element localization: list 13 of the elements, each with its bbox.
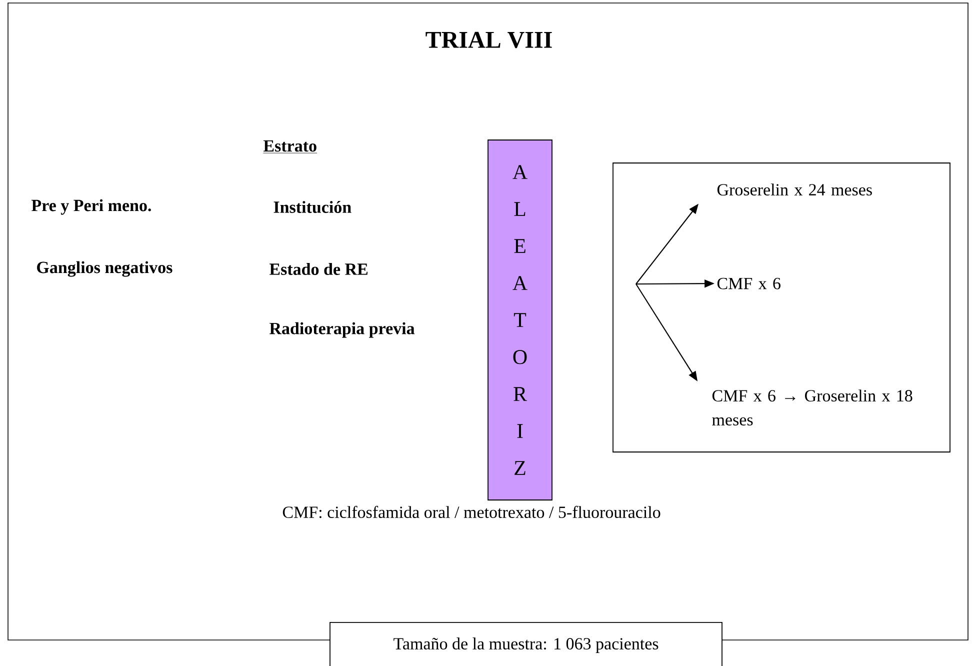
stratum-text: Institución xyxy=(274,201,352,213)
treatment-box xyxy=(612,162,950,452)
criterion-text: Pre y Peri meno. xyxy=(32,199,151,215)
column-heading: Estrato xyxy=(263,140,318,154)
treatment-text: CMF x 6 → Groserelin x 18 meses xyxy=(712,390,912,426)
sample-size-box: Tamaño de la muestra: 1 063 pacientes xyxy=(330,622,722,666)
stratum-text: Radioterapia previa xyxy=(270,322,415,338)
treatment-text: Groserelin x 24 meses xyxy=(717,184,872,196)
criterion-text: Ganglios negativos xyxy=(37,261,172,277)
randomization-bar: ALEATORIZ xyxy=(488,140,552,500)
treatment-text: CMF x 6 xyxy=(717,278,780,290)
stratum-text: Estado de RE xyxy=(270,263,368,275)
title: TRIAL VIII xyxy=(426,32,552,48)
